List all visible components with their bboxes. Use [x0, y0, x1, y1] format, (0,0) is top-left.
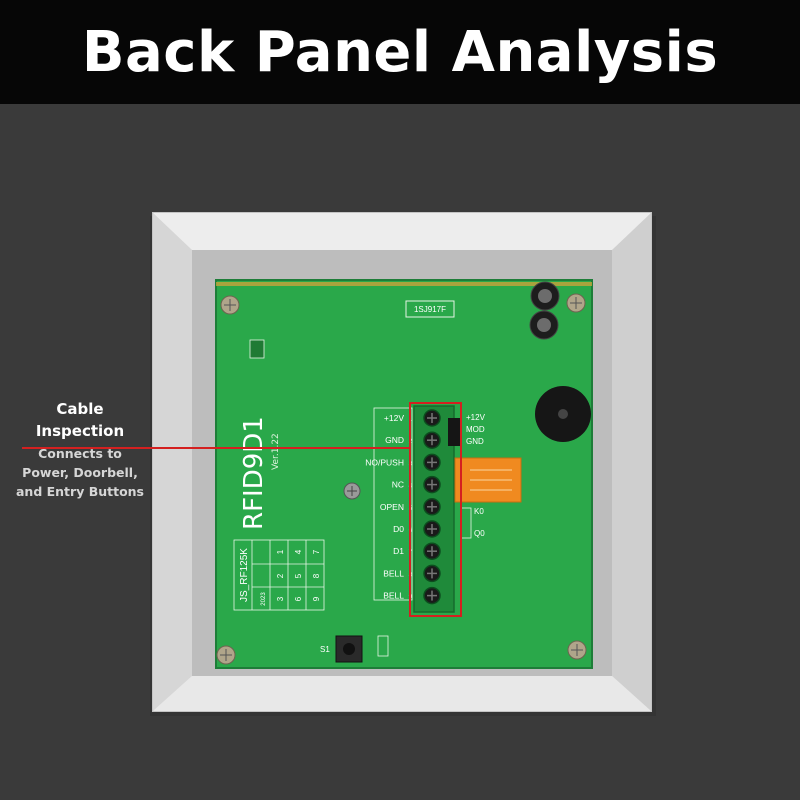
table-cell: 9	[312, 596, 321, 601]
terminal-label: +12V	[384, 413, 404, 423]
reset-switch	[335, 635, 363, 663]
terminal-screw-icon	[423, 431, 441, 449]
callout-desc-line2: Power, Doorbell,	[22, 465, 138, 480]
mounting-screw-icon	[567, 640, 587, 660]
cable-inspection-callout: Cable Inspection Connects to Power, Door…	[0, 398, 160, 501]
terminal-screw-icon	[423, 542, 441, 560]
table-cell: 2023	[261, 592, 267, 606]
buzzer-icon	[535, 386, 591, 442]
terminal-screw-icon	[423, 453, 441, 472]
table-cell: 2	[276, 573, 285, 578]
switch-label: S1	[320, 645, 330, 654]
mounting-screw-icon	[220, 295, 240, 315]
mounting-screw-icon	[566, 293, 586, 313]
terminal-screw-icon	[423, 475, 441, 494]
terminal-label: BELL	[383, 568, 404, 578]
jumper-label-gnd: GND	[466, 437, 484, 446]
terminal-screw-icon	[423, 498, 441, 516]
table-cell: 4	[294, 549, 303, 554]
table-cell: 5	[294, 573, 303, 578]
terminal-highlight-box	[409, 402, 462, 617]
title-banner: Back Panel Analysis	[0, 0, 800, 104]
callout-desc-line1: Connects to	[38, 446, 122, 461]
table-cell: 8	[312, 573, 321, 578]
table-cell: 7	[312, 549, 321, 554]
terminal-screw-icon	[423, 586, 441, 605]
callout-heading-line2: Inspection	[35, 422, 125, 440]
terminal-label: OPEN	[380, 502, 404, 512]
terminal-screw-icon	[423, 564, 441, 583]
k0-label: K0	[474, 507, 484, 516]
chip-outline	[405, 300, 455, 318]
terminal-label: NC	[392, 480, 404, 490]
terminal-label: NO/PUSH	[365, 457, 404, 467]
callout-desc-line3: and Entry Buttons	[15, 484, 144, 499]
terminal-label: GND	[385, 435, 404, 445]
terminal-label: BELL	[383, 591, 404, 601]
center-screw-icon	[343, 482, 361, 500]
terminal-screw-icon	[423, 520, 441, 538]
pcb-board	[215, 279, 593, 669]
callout-heading-line1: Cable	[56, 400, 104, 418]
terminal-label: D0	[393, 524, 404, 534]
jumper-label-12v: +12V	[466, 413, 486, 422]
jumper-header	[448, 418, 462, 446]
board-version: Ver.1.22	[271, 433, 281, 470]
table-cell: 1	[276, 549, 285, 554]
page-title: Back Panel Analysis	[81, 19, 719, 85]
terminal-screw-icon	[423, 409, 441, 427]
table-title: JS_RF125K	[239, 548, 250, 602]
jumper-label-mod: MOD	[466, 425, 485, 434]
q0-label: Q0	[474, 529, 485, 538]
board-model: RFID9D1	[239, 416, 269, 530]
chip-label: 1SJ917F	[414, 305, 446, 314]
mounting-screw-icon	[216, 645, 236, 665]
code-table: JS_RF125K 2023 3 6 9 2 5 8 1 4 7	[233, 539, 325, 611]
table-cell: 6	[294, 596, 303, 601]
capacitor-icon	[529, 310, 559, 340]
terminal-label: D1	[393, 546, 404, 556]
table-cell: 3	[276, 596, 285, 601]
capacitor-icon	[530, 281, 560, 311]
